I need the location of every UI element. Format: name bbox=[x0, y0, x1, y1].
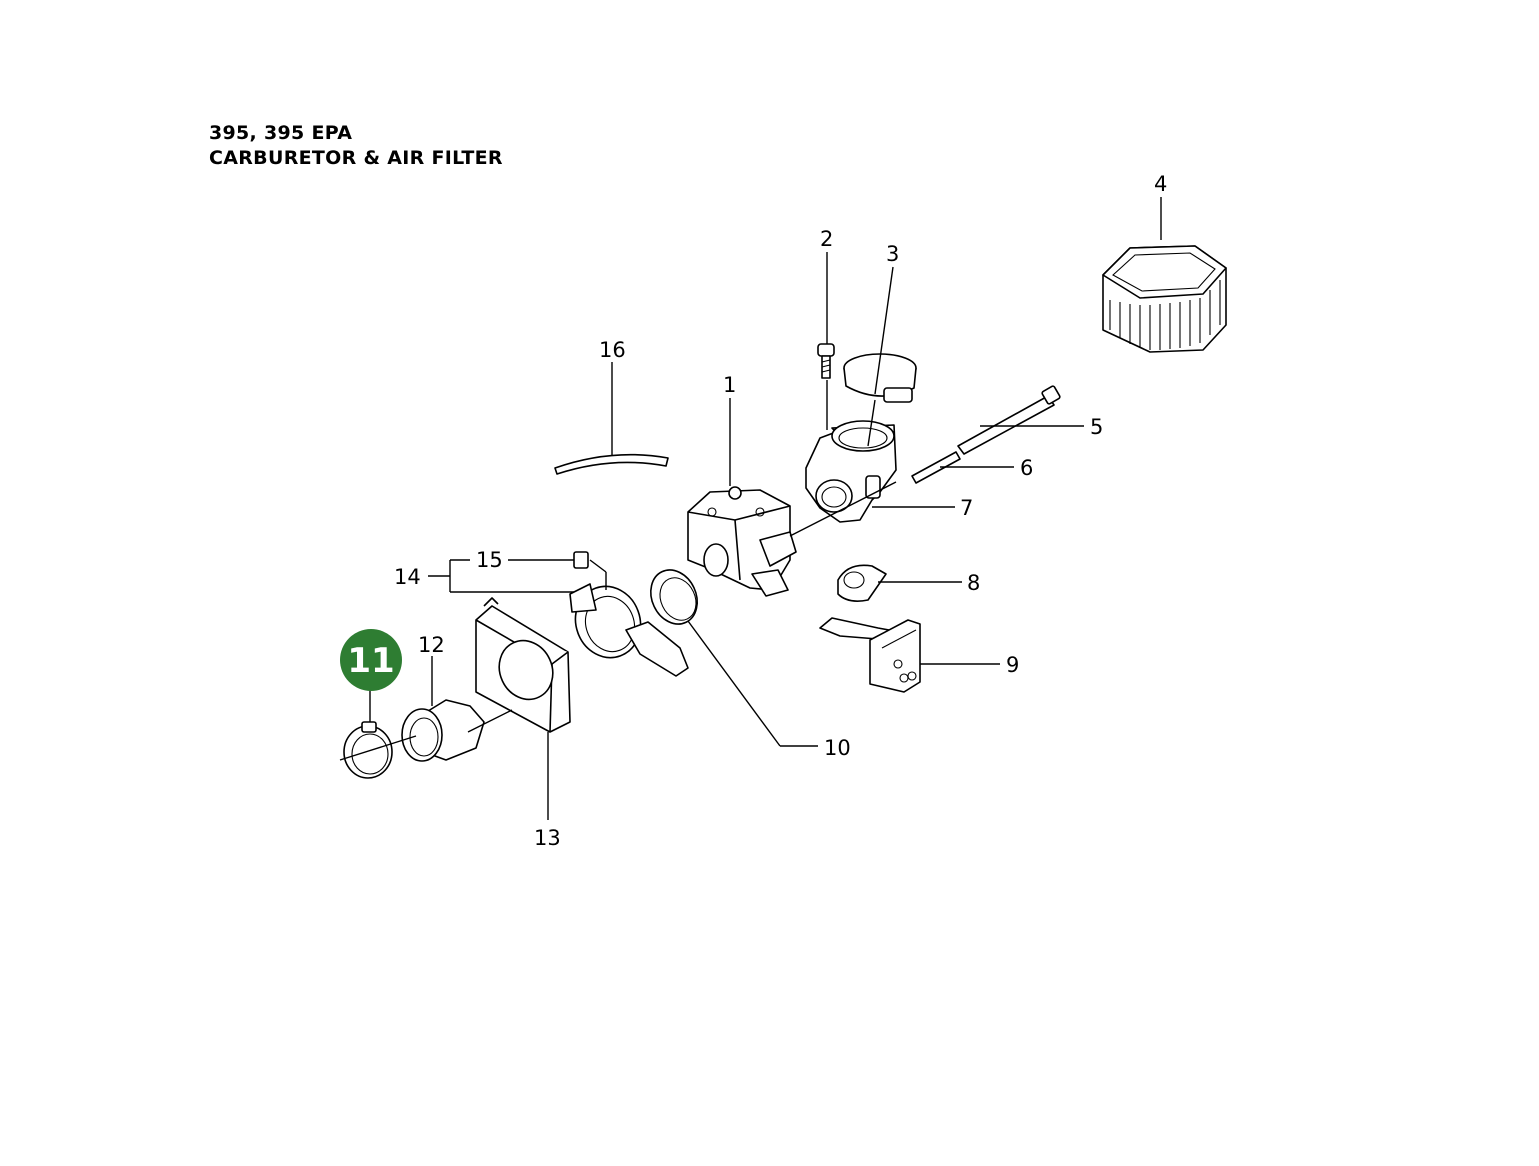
gasket-ring-part[interactable] bbox=[642, 562, 706, 631]
callout-8: 8 bbox=[967, 571, 980, 595]
long-bolt-part[interactable] bbox=[957, 385, 1061, 455]
section-title: CARBURETOR & AIR FILTER bbox=[209, 147, 503, 169]
callout-7: 7 bbox=[960, 496, 973, 520]
highlight-circle bbox=[340, 629, 402, 691]
intake-boot-part[interactable] bbox=[401, 699, 485, 762]
leader-lines bbox=[339, 197, 1162, 820]
retainer-bracket-part[interactable] bbox=[566, 577, 689, 677]
model-title: 395, 395 EPA bbox=[209, 122, 353, 144]
callout-11: 11 bbox=[347, 641, 394, 681]
fuel-hose-part[interactable] bbox=[554, 453, 669, 475]
callout-1: 1 bbox=[723, 373, 736, 397]
intake-elbow-part[interactable] bbox=[805, 420, 897, 523]
clip-part[interactable] bbox=[573, 551, 589, 569]
callout-6: 6 bbox=[1020, 456, 1033, 480]
highlight-badge-11[interactable]: 11 bbox=[340, 629, 402, 691]
callout-5: 5 bbox=[1090, 415, 1103, 439]
pin-part[interactable] bbox=[911, 451, 961, 484]
callout-3: 3 bbox=[886, 242, 899, 266]
hose-clamp-small-part[interactable] bbox=[343, 721, 393, 779]
air-filter-part[interactable] bbox=[1102, 245, 1227, 353]
callout-9: 9 bbox=[1006, 653, 1019, 677]
callout-2: 2 bbox=[820, 227, 833, 251]
callout-4: 4 bbox=[1154, 172, 1167, 196]
carburetor-part[interactable] bbox=[687, 486, 797, 597]
choke-control-part[interactable] bbox=[819, 617, 921, 693]
callout-14: 14 bbox=[394, 565, 421, 589]
air-box-part[interactable] bbox=[475, 597, 571, 733]
screw-part[interactable] bbox=[817, 343, 835, 379]
callout-12: 12 bbox=[418, 633, 445, 657]
callout-10: 10 bbox=[824, 736, 851, 760]
callout-16: 16 bbox=[599, 338, 626, 362]
callout-13: 13 bbox=[534, 826, 561, 850]
plug-part[interactable] bbox=[837, 564, 887, 602]
callout-15: 15 bbox=[476, 548, 503, 572]
